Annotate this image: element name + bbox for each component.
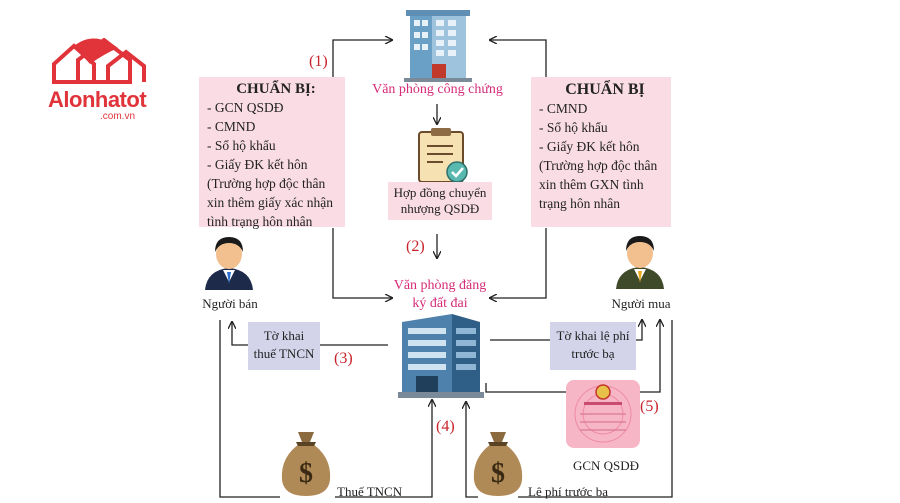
tax-bag-symbol: $ — [299, 458, 313, 489]
seller-prep-box: CHUẨN BỊ: - GCN QSDĐ - CMND - Sổ hộ khẩu… — [199, 77, 345, 229]
fee-money-bag-icon: $ — [468, 426, 528, 503]
buyer-person-icon — [616, 236, 664, 289]
brand-logo: Alonhatot .com.vn — [48, 37, 168, 122]
fee-form-box: Tờ khai lệ phí trước bạ — [550, 322, 636, 370]
brand-domain: .com.vn — [100, 111, 136, 122]
buyer-prep-box: CHUẨN BỊ - CMND - Sổ hộ khẩu - Giấy ĐK k… — [531, 77, 671, 227]
buyer-prep-item: trạng hôn nhân — [539, 196, 620, 211]
tax-form-box: Tờ khai thuế TNCN — [248, 322, 320, 370]
seller-prep-item: xin thêm giấy xác nhận — [207, 195, 333, 210]
tax-form-line1: Tờ khai — [263, 328, 305, 343]
fee-form-line1: Tờ khai lệ phí — [556, 328, 630, 343]
seller-person-icon — [205, 237, 253, 290]
fee-bag-symbol: $ — [491, 458, 505, 489]
land-office-label: Văn phòng đăng ký đất đai — [393, 278, 487, 311]
step-4-label: (4) — [436, 418, 455, 435]
seller-prep-item: (Trường hợp độc thân — [207, 176, 326, 191]
seller-prep-title: CHUẨN BỊ: — [236, 81, 316, 97]
buyer-label: Người mua — [611, 296, 671, 311]
seller-prep-item: - GCN QSDĐ — [207, 100, 284, 115]
step-1-label: (1) — [309, 53, 328, 70]
seller-prep-item: - Sổ hộ khẩu — [207, 138, 276, 153]
seller-prep-item: - Giấy ĐK kết hôn — [207, 157, 308, 172]
land-office-building-icon — [392, 312, 488, 407]
certificate-image — [562, 378, 644, 455]
tax-bag-label: Thuế TNCN — [337, 484, 403, 499]
seller-prep-item: tình trạng hôn nhân — [207, 214, 313, 229]
buyer-prep-item: - CMND — [539, 101, 588, 116]
buyer-prep-item: (Trường hợp độc thân — [539, 158, 658, 173]
buyer-prep-item: - Giấy ĐK kết hôn — [539, 139, 640, 154]
contract-label: Hợp đồng chuyển nhượng QSDĐ — [393, 185, 487, 216]
contract-box: Hợp đồng chuyển nhượng QSDĐ — [388, 182, 492, 220]
tax-money-bag-icon: $ — [276, 426, 336, 503]
step-5-label: (5) — [640, 398, 659, 415]
buyer-avatar — [614, 233, 666, 294]
seller-avatar — [203, 234, 255, 295]
notary-building-icon — [402, 8, 474, 89]
buyer-prep-title: CHUẨN BỊ — [565, 81, 645, 98]
step-3-label: (3) — [334, 350, 353, 367]
seller-label: Người bán — [202, 296, 258, 311]
brand-name: Alonhatot — [48, 87, 147, 112]
notary-office-label: Văn phòng công chứng — [372, 82, 503, 97]
buyer-prep-item: xin thêm GXN tình — [539, 177, 644, 192]
step-2-label: (2) — [406, 238, 425, 255]
house-logo-icon — [52, 37, 146, 84]
pink-certificate-icon — [566, 380, 640, 448]
buyer-prep-item: - Sổ hộ khẩu — [539, 120, 608, 135]
contract-clipboard-icon — [413, 126, 471, 189]
fee-bag-label: Lệ phí trước bạ — [528, 484, 608, 499]
fee-form-line2: trước bạ — [571, 346, 615, 361]
certificate-label: GCN QSDĐ — [572, 458, 640, 473]
seller-prep-item: - CMND — [207, 119, 256, 134]
tax-form-line2: thuế TNCN — [253, 346, 315, 361]
